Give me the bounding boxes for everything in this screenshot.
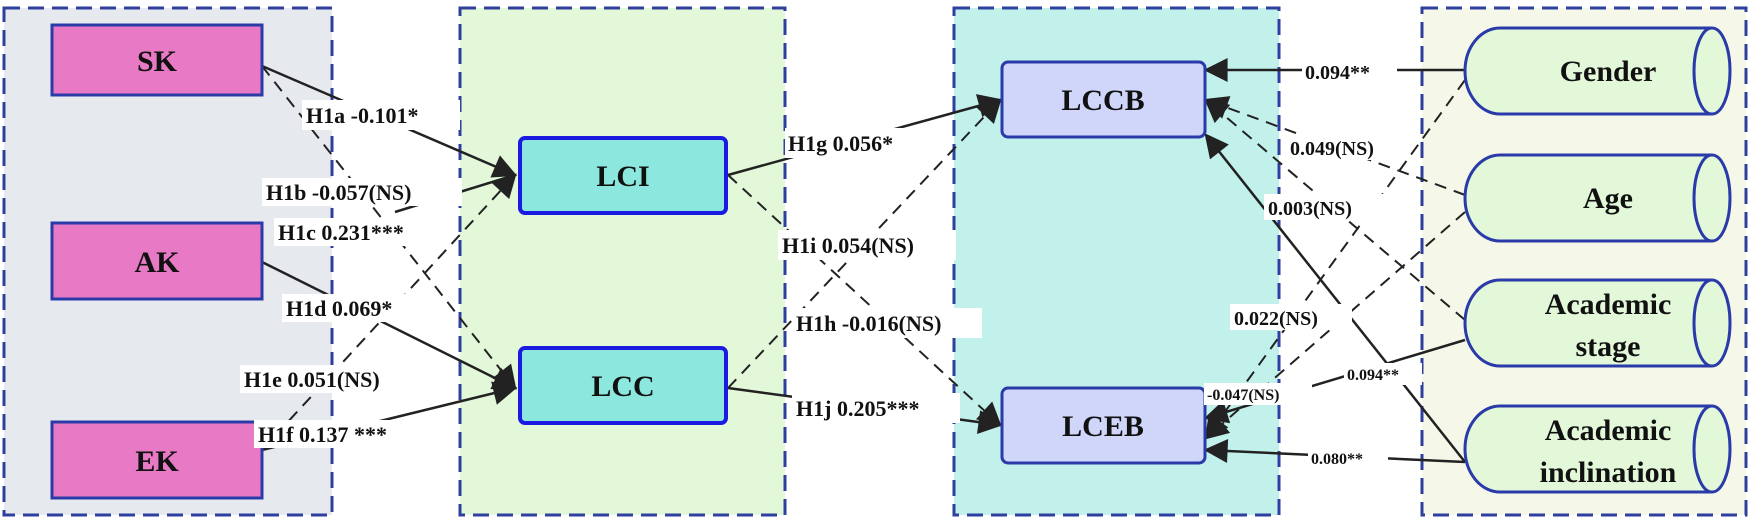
node-lci-label: LCI <box>596 160 649 193</box>
node-academic-stage-line1: Academic <box>1545 288 1672 321</box>
node-lcc-label: LCC <box>591 370 654 403</box>
label-gender-lceb: 0.022(NS) <box>1234 308 1318 330</box>
node-ek: EK <box>50 420 264 500</box>
label-h1i: H1i 0.054(NS) <box>782 233 914 258</box>
label-h1g: H1g 0.056* <box>788 131 893 156</box>
label-h1e: H1e 0.051(NS) <box>244 367 380 392</box>
label-gender-lccb: 0.094** <box>1305 62 1370 84</box>
label-age-lccb: 0.049(NS) <box>1290 138 1374 160</box>
path-labels: H1a -0.101* H1b -0.057(NS) H1c 0.231*** … <box>240 100 982 448</box>
edge-inclination-lccb <box>1204 133 1466 463</box>
node-academic-inclination-line1: Academic <box>1545 414 1672 447</box>
label-h1f: H1f 0.137 *** <box>258 422 387 447</box>
label-age-lceb: -0.047(NS) <box>1207 387 1279 404</box>
edge-h1h <box>727 174 1002 427</box>
label-stage-lceb: 0.094** <box>1347 367 1399 384</box>
node-lceb: LCEB <box>1000 386 1207 465</box>
label-h1h: H1h -0.016(NS) <box>796 311 941 336</box>
label-h1j: H1j 0.205*** <box>796 396 919 421</box>
node-lci: LCI <box>518 136 728 215</box>
node-sk: SK <box>50 23 264 97</box>
label-h1d: H1d 0.069* <box>286 296 392 321</box>
node-lccb: LCCB <box>1000 60 1207 139</box>
label-stage-lccb: 0.003(NS) <box>1268 198 1352 220</box>
edge-h1i <box>727 98 1002 389</box>
node-ak-label: AK <box>135 246 181 279</box>
edge-age-lccb <box>1203 96 1466 196</box>
node-ek-label: EK <box>135 445 179 478</box>
label-h1a: H1a -0.101* <box>306 103 418 128</box>
node-age-label: Age <box>1583 182 1633 215</box>
intention-group-panel <box>458 6 787 517</box>
node-academic-stage-line2: stage <box>1576 330 1641 363</box>
edge-gender-lceb <box>1204 79 1466 440</box>
node-academic-inclination-line2: inclination <box>1540 456 1677 489</box>
label-h1b: H1b -0.057(NS) <box>266 180 411 205</box>
node-academic-inclination: Academic inclination <box>1463 404 1732 494</box>
node-gender: Gender <box>1463 26 1732 116</box>
node-sk-label: SK <box>137 45 178 78</box>
node-lccb-label: LCCB <box>1061 84 1144 117</box>
node-age: Age <box>1463 153 1732 243</box>
node-academic-stage: Academic stage <box>1463 278 1732 368</box>
node-gender-label: Gender <box>1560 55 1657 88</box>
node-ak: AK <box>50 221 264 301</box>
label-h1c: H1c 0.231*** <box>278 220 404 245</box>
control-labels: 0.094** 0.049(NS) 0.003(NS) 0.022(NS) -0… <box>1204 58 1422 469</box>
edge-h1d <box>261 260 518 390</box>
label-inclination-lceb: 0.080** <box>1311 451 1363 468</box>
node-lcc: LCC <box>518 346 728 425</box>
node-lceb-label: LCEB <box>1062 410 1144 443</box>
